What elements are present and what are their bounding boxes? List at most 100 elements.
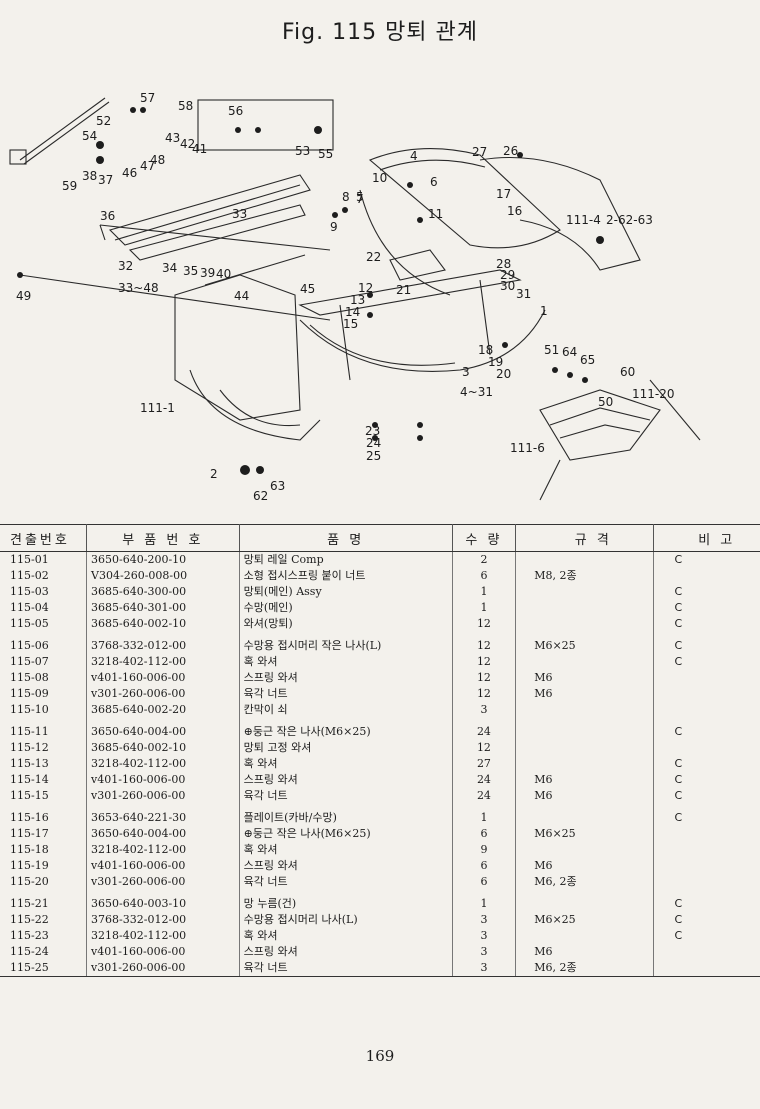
callout-label: 23 xyxy=(365,424,380,438)
figure-title: Fig. 115 망퇴 관계 xyxy=(281,20,479,45)
cell-remark xyxy=(654,568,760,584)
cell-quantity: 24 xyxy=(452,788,517,804)
callout-label: 47 xyxy=(140,159,155,173)
cell-spec xyxy=(515,718,655,740)
callout-label: 52 xyxy=(96,114,111,128)
cell-part-number: 3768-332-012-00 xyxy=(86,912,240,928)
cell-part-name: 스프링 와셔 xyxy=(239,944,453,960)
header-spec: 규 격 xyxy=(515,524,655,552)
cell-index: 115-08 xyxy=(0,670,88,686)
cell-spec xyxy=(515,616,655,632)
cell-part-name: 육각 너트 xyxy=(239,788,453,804)
cell-quantity: 24 xyxy=(452,772,517,788)
cell-part-name: 망퇴 레일 Comp xyxy=(239,551,453,568)
cell-index: 115-02 xyxy=(0,568,88,584)
cell-quantity: 12 xyxy=(452,632,517,654)
cell-part-number: 3650-640-004-00 xyxy=(86,826,240,842)
cell-part-name: 육각 너트 xyxy=(239,686,453,702)
callout-label: 60 xyxy=(620,365,635,379)
cell-quantity: 27 xyxy=(452,756,517,772)
callout-label: 2 xyxy=(210,467,218,481)
table-header-row: 견출번호 부 품 번 호 품 명 수 량 규 격 비 고 xyxy=(0,524,760,552)
cell-index: 115-13 xyxy=(0,756,88,772)
callout-label: 57 xyxy=(140,91,155,105)
cell-part-number: v301-260-006-00 xyxy=(86,788,240,804)
callout-label: 56 xyxy=(228,104,243,118)
header-remarks: 비 고 xyxy=(653,524,760,552)
cell-part-name: 수망용 접시머리 작은 나사(L) xyxy=(239,632,453,654)
cell-part-name: 혹 와셔 xyxy=(239,928,453,944)
cell-index: 115-10 xyxy=(0,702,88,718)
cell-index: 115-11 xyxy=(0,718,88,740)
callout-label: 58 xyxy=(178,99,193,113)
callout-label: 44 xyxy=(234,289,249,303)
cell-index: 115-03 xyxy=(0,584,88,600)
cell-part-number: 3218-402-112-00 xyxy=(86,654,240,670)
cell-part-name: 소형 접시스프링 붙이 너트 xyxy=(239,568,453,584)
callout-label: 17 xyxy=(496,187,511,201)
callout-label: 111-4 xyxy=(566,213,601,227)
callout-label: 48 xyxy=(150,153,165,167)
callout-label: 40 xyxy=(216,267,231,281)
cell-spec xyxy=(515,654,655,670)
cell-part-number: v401-160-006-00 xyxy=(86,858,240,874)
callout-label: 64 xyxy=(562,345,577,359)
diagram-hardware xyxy=(17,107,604,475)
cell-index: 115-05 xyxy=(0,616,88,632)
cell-remark: C xyxy=(674,929,683,942)
cell-part-name: 플레이트(카바/수망) xyxy=(239,804,453,826)
cell-remark: C xyxy=(674,897,683,910)
callout-label: 9 xyxy=(330,220,338,234)
cell-quantity: 12 xyxy=(452,654,517,670)
callout-label: 45 xyxy=(300,282,315,296)
cell-spec xyxy=(515,702,655,718)
cell-remark xyxy=(654,686,760,702)
cell-spec: M6 xyxy=(515,788,655,804)
cell-remark xyxy=(654,858,760,874)
callout-label: 13 xyxy=(350,293,365,307)
cell-spec: M8, 2종 xyxy=(515,568,655,584)
cell-remark: C xyxy=(674,553,683,566)
callout-label: 15 xyxy=(343,317,358,331)
cell-index: 115-04 xyxy=(0,600,88,616)
callout-label: 7 xyxy=(356,192,364,206)
cell-index: 115-09 xyxy=(0,686,88,702)
cell-quantity: 6 xyxy=(452,858,517,874)
callout-label: 8 xyxy=(342,190,350,204)
cell-quantity: 12 xyxy=(452,740,517,756)
cell-quantity: 9 xyxy=(452,842,517,858)
cell-index: 115-07 xyxy=(0,654,88,670)
cell-part-name: 혹 와셔 xyxy=(239,756,453,772)
cell-index: 115-06 xyxy=(0,632,88,654)
cell-remark: C xyxy=(674,639,683,652)
cell-spec: M6 xyxy=(515,944,655,960)
cell-quantity: 3 xyxy=(452,702,517,718)
header-quantity: 수 량 xyxy=(452,524,517,552)
cell-quantity: 1 xyxy=(452,600,517,616)
callout-label: 65 xyxy=(580,353,595,367)
cell-part-number: 3218-402-112-00 xyxy=(86,756,240,772)
header-index: 견출번호 xyxy=(0,524,88,552)
cell-spec: M6 xyxy=(515,686,655,702)
callout-label: 31 xyxy=(516,287,531,301)
cell-part-name: 혹 와셔 xyxy=(239,842,453,858)
callout-label: 37 xyxy=(98,173,113,187)
cell-index: 115-15 xyxy=(0,788,88,804)
cell-index: 115-12 xyxy=(0,740,88,756)
cell-part-number: v301-260-006-00 xyxy=(86,960,240,977)
